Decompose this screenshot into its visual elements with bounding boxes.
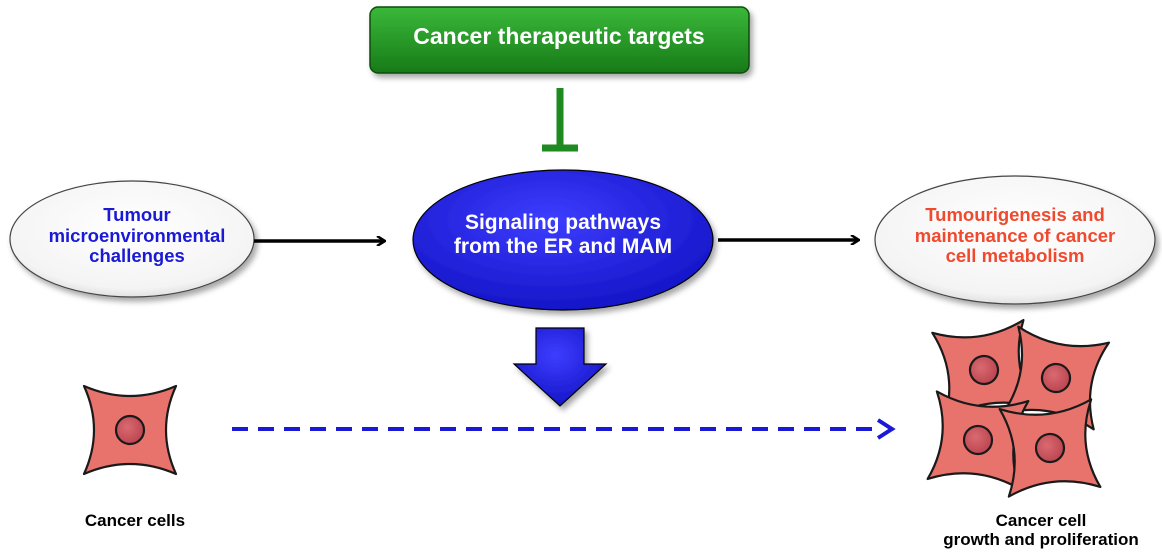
- signaling-line-2: from the ER and MAM: [453, 234, 673, 258]
- growth-caption-line-2: growth and proliferation: [943, 530, 1139, 550]
- microenvironment-line-1: Tumour: [103, 204, 171, 225]
- microenvironment-ellipse: [9, 180, 255, 298]
- signaling-line-1: Signaling pathways: [464, 211, 662, 234]
- tumourigenesis-line-2: maintenance of cancer: [914, 224, 1116, 246]
- tumourigenesis-label: Tumourigenesis and maintenance of cancer…: [877, 204, 1153, 267]
- therapeutic-targets-label: Cancer therapeutic targets: [413, 23, 705, 49]
- tumourigenesis-ellipse: [874, 175, 1156, 305]
- single-cancer-cell: [82, 384, 178, 476]
- cancer-cells-caption: Cancer cells: [84, 511, 186, 530]
- therapeutic-targets-box: [369, 6, 750, 74]
- microenvironment-line-2: microenvironmental: [48, 224, 226, 246]
- growth-caption-line-1: Cancer cell: [995, 511, 1087, 530]
- tumourigenesis-line-3: cell metabolism: [945, 245, 1085, 267]
- cancer-cell-cluster: [926, 318, 1111, 498]
- signaling-pathways-ellipse: [412, 169, 714, 311]
- growth-proliferation-caption: Cancer cell growth and proliferation: [925, 511, 1157, 549]
- signaling-pathways-label: Signaling pathways from the ER and MAM: [418, 211, 708, 258]
- dashed-arrow-head: [876, 418, 896, 440]
- tumourigenesis-line-1: Tumourigenesis and: [925, 204, 1105, 225]
- down-block-arrow: [512, 327, 608, 407]
- microenvironment-line-3: challenges: [89, 245, 185, 267]
- microenvironment-label: Tumour microenvironmental challenges: [22, 204, 252, 267]
- cluster-cell-4: [998, 398, 1102, 498]
